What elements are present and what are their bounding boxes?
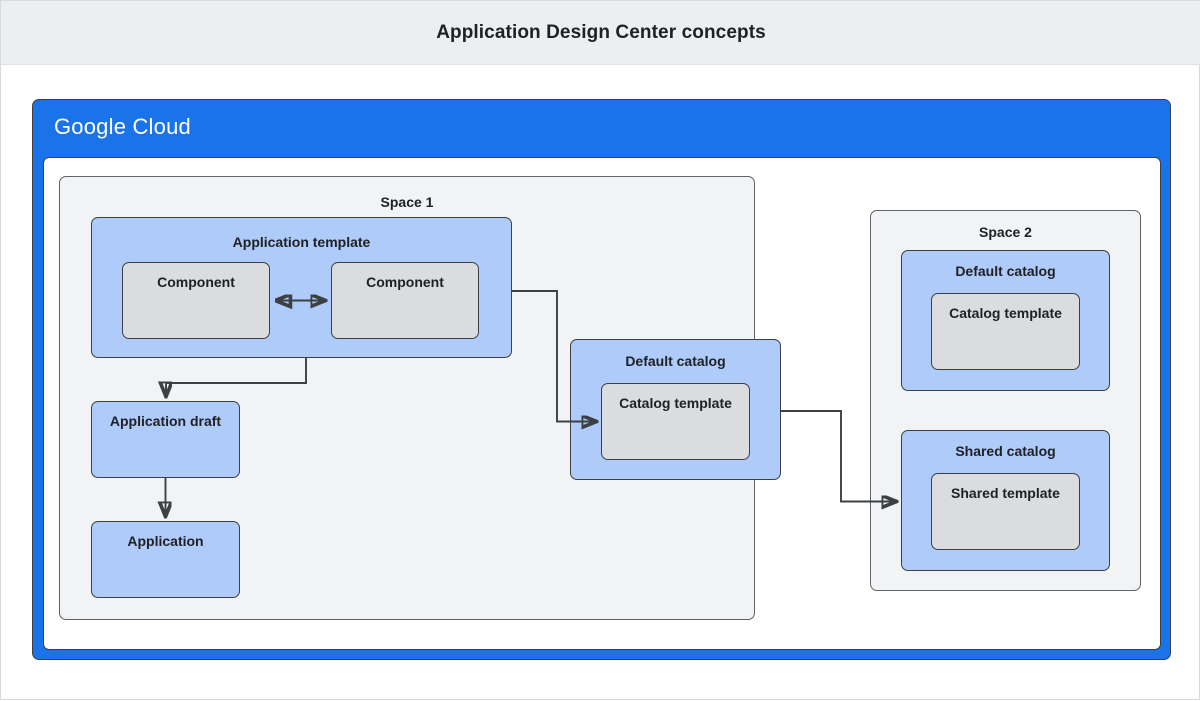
google-cloud-logo-google: Google <box>54 114 127 139</box>
default-catalog-label-space-1: Default catalog <box>625 353 726 369</box>
catalog-template-label-space-2: Catalog template <box>949 305 1062 321</box>
google-cloud-logo-cloud: Cloud <box>132 114 191 139</box>
space-1-label: Space 1 <box>380 194 434 210</box>
shared-catalog-label: Shared catalog <box>955 443 1056 459</box>
component-label-1: Component <box>157 274 235 290</box>
page-title: Application Design Center concepts <box>436 21 766 43</box>
component-box-1: Component <box>122 262 270 339</box>
application-draft-label: Application draft <box>109 413 222 429</box>
application-template-label: Application template <box>232 234 371 250</box>
space-2-label: Space 2 <box>979 224 1032 240</box>
catalog-template-box-space-1: Catalog template <box>601 383 750 460</box>
catalog-template-label-space-1: Catalog template <box>619 395 732 411</box>
default-catalog-label-space-2: Default catalog <box>955 263 1056 279</box>
component-box-2: Component <box>331 262 479 339</box>
component-label-2: Component <box>366 274 444 290</box>
application-box: Application <box>91 521 240 598</box>
shared-template-label: Shared template <box>951 485 1060 501</box>
catalog-template-box-space-2: Catalog template <box>931 293 1080 370</box>
application-label: Application <box>127 533 204 549</box>
title-bar: Application Design Center concepts <box>1 1 1200 65</box>
application-draft-box: Application draft <box>91 401 240 478</box>
google-cloud-logo: Google Cloud <box>54 114 191 140</box>
shared-template-box: Shared template <box>931 473 1080 550</box>
